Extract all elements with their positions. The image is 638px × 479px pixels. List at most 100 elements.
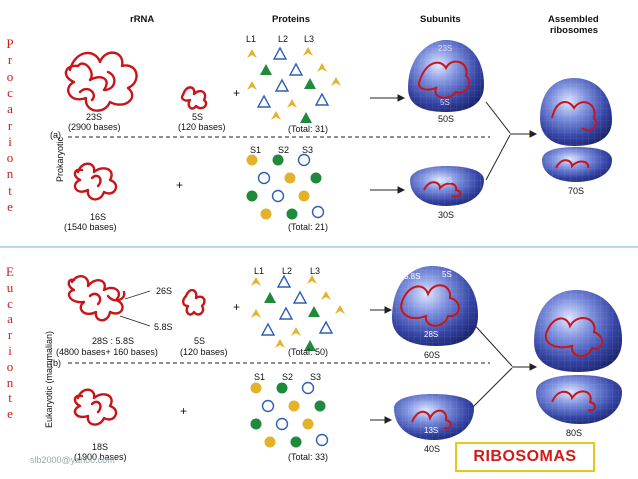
rrna-26s-label: 26S bbox=[156, 286, 173, 296]
rrna-23s-shape bbox=[64, 51, 138, 112]
protein-wedge bbox=[321, 291, 331, 300]
label-S1-euk: S1 bbox=[254, 372, 266, 382]
protein-wedge bbox=[251, 277, 261, 286]
sub-60s-inner-28s: 28S bbox=[424, 330, 439, 339]
protein-triangle bbox=[308, 306, 320, 317]
header-rrna: rRNA bbox=[130, 14, 155, 25]
label-S3-euk: S3 bbox=[310, 372, 322, 382]
side-letter: i bbox=[8, 133, 12, 149]
prokaryote-70s-ribosome bbox=[540, 78, 612, 182]
side-letter: r bbox=[7, 52, 13, 68]
label-L2-euk: L2 bbox=[282, 266, 293, 276]
rrna-5s-shape bbox=[180, 86, 208, 110]
side-letter: a bbox=[7, 101, 13, 117]
protein-circle bbox=[246, 190, 258, 202]
prokaryote-50s-subunit bbox=[408, 40, 484, 112]
rrna-18s-label: 18S bbox=[92, 442, 109, 452]
protein-circle bbox=[302, 418, 314, 430]
protein-wedge bbox=[287, 99, 297, 108]
protein-circle bbox=[271, 189, 285, 203]
protein-wedge bbox=[251, 309, 261, 318]
title-box: RIBOSOMAS bbox=[455, 442, 595, 472]
arrow-merge-pro-2 bbox=[485, 134, 511, 181]
plus-euk-large: + bbox=[233, 300, 241, 314]
label-S3-pro: S3 bbox=[302, 145, 314, 155]
side-letter: o bbox=[6, 68, 14, 84]
prokaryote-30s-subunit bbox=[410, 166, 484, 206]
protein-circle bbox=[246, 154, 258, 166]
protein-circle bbox=[275, 417, 289, 431]
protein-triangle bbox=[272, 46, 288, 60]
protein-wedge bbox=[307, 275, 317, 284]
arrow-euk-large-head bbox=[384, 306, 393, 314]
side-letter: t bbox=[8, 182, 12, 198]
protein-triangle bbox=[304, 340, 316, 351]
protein-wedge bbox=[331, 77, 341, 86]
arrow-pro-large-head bbox=[397, 94, 406, 102]
side-letter: i bbox=[8, 343, 12, 358]
side-letter: o bbox=[6, 150, 14, 166]
eukaryote-vertical-label: Eukaryotic (mammalian) bbox=[44, 330, 54, 428]
protein-wedge bbox=[271, 111, 281, 120]
sub-40s-label: 40S bbox=[424, 444, 441, 454]
title-text: RIBOSOMAS bbox=[473, 448, 577, 465]
protein-wedge bbox=[335, 305, 345, 314]
side-letter: u bbox=[6, 279, 14, 295]
protein-circle bbox=[257, 171, 271, 185]
eukaryote-marker: (b) bbox=[50, 358, 61, 368]
side-letter: t bbox=[8, 390, 12, 406]
side-letter: n bbox=[6, 166, 14, 182]
protein-circle bbox=[284, 172, 296, 184]
protein-circle bbox=[298, 190, 310, 202]
rrna-5s-euk-bases: (120 bases) bbox=[180, 347, 228, 357]
author-email: slb2000@yahoo.com bbox=[30, 455, 115, 465]
label-L1-euk: L1 bbox=[254, 266, 265, 276]
protein-triangle bbox=[260, 322, 276, 336]
protein-wedge bbox=[275, 339, 285, 348]
protein-wedge bbox=[247, 81, 257, 90]
label-pointer-58s bbox=[119, 315, 151, 327]
protein-circle bbox=[315, 433, 329, 447]
header-ribosomes: ribosomes bbox=[550, 25, 599, 36]
side-letter: a bbox=[7, 311, 13, 327]
header-assembled: Assembled bbox=[548, 14, 599, 25]
prokaryote-vertical-label: Prokaryotic bbox=[55, 136, 65, 182]
side-letter: c bbox=[7, 295, 13, 311]
protein-circle bbox=[310, 172, 322, 184]
rrna-28s-label: 28S : 5.8S bbox=[92, 336, 135, 346]
label-L1-pro: L1 bbox=[246, 34, 257, 44]
eukaryote-40s-subunit bbox=[394, 394, 474, 440]
protein-triangle bbox=[288, 62, 304, 76]
sub-50s-label: 50S bbox=[438, 114, 455, 124]
side-letter: e bbox=[7, 199, 13, 214]
protein-circle bbox=[261, 399, 275, 413]
total-pro-large: (Total: 31) bbox=[288, 124, 329, 134]
side-letter: o bbox=[6, 358, 14, 374]
label-S2-euk: S2 bbox=[282, 372, 294, 382]
protein-triangle bbox=[314, 92, 330, 106]
sub-60s-inner-5s: 5S bbox=[442, 270, 452, 279]
side-letter: n bbox=[6, 374, 14, 390]
arrow-merge-euk-2 bbox=[469, 367, 513, 411]
arrow-merge-pro-head bbox=[529, 130, 538, 138]
plus-euk-small: + bbox=[180, 404, 188, 418]
total-pro-small: (Total: 21) bbox=[288, 222, 329, 232]
arrow-merge-euk-head bbox=[529, 363, 538, 371]
protein-wedge bbox=[291, 327, 301, 336]
protein-circle bbox=[264, 436, 276, 448]
rrna-5s-bases: (120 bases) bbox=[178, 122, 226, 132]
rrna-16s-shape bbox=[73, 162, 118, 201]
rrna-23s-label: 23S bbox=[86, 112, 103, 122]
sub-50s-inner-5s: 5S bbox=[440, 98, 450, 107]
header-subunits: Subunits bbox=[420, 14, 461, 25]
rrna-58s-label: 5.8S bbox=[154, 322, 173, 332]
label-L2-pro: L2 bbox=[278, 34, 289, 44]
protein-circle bbox=[276, 382, 288, 394]
protein-triangle bbox=[292, 290, 308, 304]
protein-circle bbox=[260, 208, 272, 220]
ribosome-70s-label: 70S bbox=[568, 186, 585, 196]
rrna-5s-euk-shape bbox=[182, 288, 206, 316]
side-letter: r bbox=[7, 117, 13, 133]
protein-triangle bbox=[256, 94, 272, 108]
